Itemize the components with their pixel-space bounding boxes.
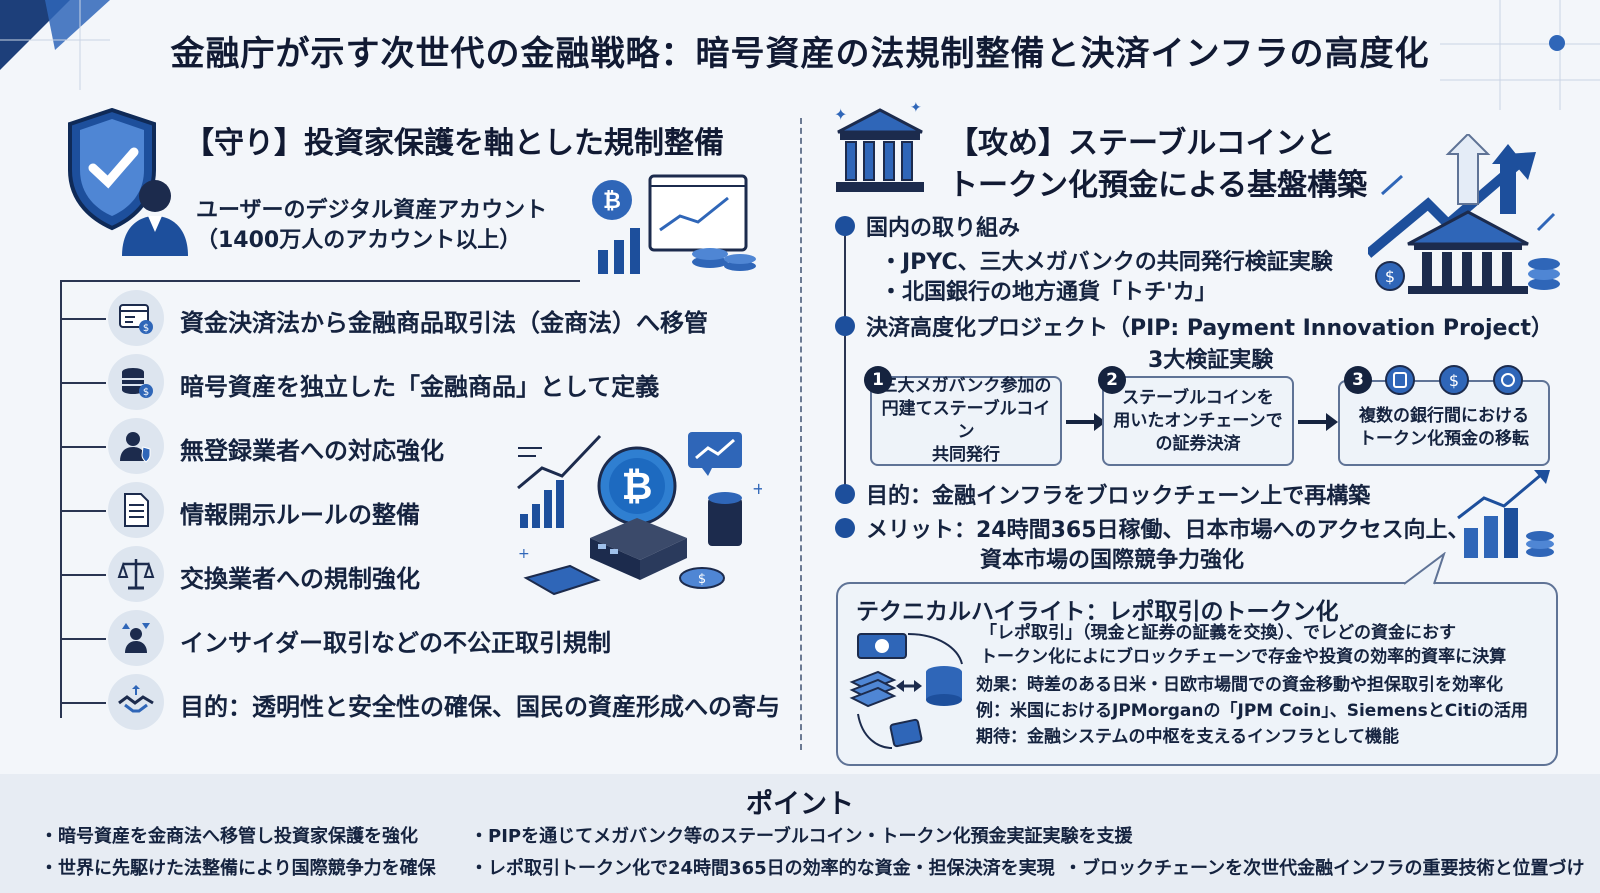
people-exchange-icon	[108, 610, 164, 666]
tech-line-5: 期待：金融システムの中枢を支えるインフラとして機能	[976, 727, 1399, 747]
bitcoin-server-illustration: ₿ $ + +	[517, 432, 762, 596]
list-item-label: 目的：透明性と安全性の確保、国民の資産形成への寄与	[180, 693, 780, 721]
footer-point-5: ・ブロックチェーンを次世代金融インフラの重要技術と位置づけ	[1064, 858, 1585, 879]
tech-line-1: 「レポ取引」（現金と証券の証義を交換）、でレどの資金におす	[980, 623, 1456, 643]
step-2-line2: 用いたオンチェーンで	[1113, 410, 1283, 431]
footer-title: ポイント	[746, 789, 854, 820]
list-item-label: 情報開示ルールの整備	[180, 501, 420, 529]
left-list-item: 情報開示ルールの整備	[60, 482, 760, 538]
step-1-line1: 三大メガバンク参加の	[880, 376, 1052, 396]
scale-icon	[108, 546, 164, 602]
svg-text:$: $	[143, 387, 149, 398]
bank-growth-illustration: $	[1368, 134, 1560, 294]
svg-text:₿: ₿	[603, 189, 621, 214]
arrow-1-to-2	[1066, 413, 1106, 431]
accounts-line2: （1400万人のアカウント以上）	[196, 228, 522, 253]
purpose-text: 目的：金融インフラをブロックチェーン上で再構築	[866, 484, 1371, 509]
svg-text:$: $	[143, 323, 149, 334]
callout-pointer	[1404, 552, 1446, 585]
list-item-label: 交換業者への規制強化	[180, 565, 420, 593]
left-heading: 【守り】投資家保護を軸とした規制整備	[184, 126, 724, 161]
svg-text:₿: ₿	[622, 464, 653, 508]
bank-building-icon: ✦ ✦	[834, 102, 924, 192]
svg-text:+: +	[752, 479, 762, 498]
technical-highlight-box: テクニカルハイライト：レポ取引のトークン化 「レポ取引」（現金と証券の証義を交換…	[836, 582, 1558, 766]
bullet-purpose	[835, 484, 855, 504]
coin-database-icon: $	[108, 354, 164, 410]
tech-title: テクニカルハイライト：レポ取引のトークン化	[856, 599, 1339, 625]
left-list-item: $ 資金決済法から金融商品取引法（金商法）へ移管	[60, 290, 760, 346]
handshake-icon	[108, 674, 164, 730]
step-number-2: 2	[1098, 366, 1126, 394]
svg-text:$: $	[1385, 267, 1395, 286]
domestic-item-2: ・北国銀行の地方通貨「トチ'カ」	[880, 280, 1217, 305]
bullet-pip	[835, 316, 855, 336]
step-3-line2: トークン化預金の移転	[1359, 429, 1529, 449]
coin-growth-chart-icon	[1457, 470, 1554, 558]
tech-line-2: トークン化によにブロックチェーンで存金や投資の効率的資率に決算	[980, 647, 1507, 667]
tech-line-3: 効果：時差のある日米・日欧市場間での資金移動や担保取引を効率化	[976, 675, 1503, 695]
tech-line-4: 例：米国におけるJPMorganの「JPM Coin」、SiemensとCiti…	[976, 701, 1529, 721]
corner-decoration-right	[1440, 0, 1600, 110]
footer-point-1: ・暗号資産を金商法へ移管し投資家保護を強化	[40, 826, 418, 847]
user-shield-icon	[108, 418, 164, 474]
left-list-item: インサイダー取引などの不公正取引規制	[60, 610, 760, 666]
domestic-item-1: ・JPYC、三大メガバンクの共同発行検証実験	[880, 250, 1333, 275]
domestic-title: 国内の取り組み	[866, 216, 1021, 241]
token-coins-icon: $	[1385, 365, 1523, 395]
list-item-label: 資金決済法から金融商品取引法（金商法）へ移管	[180, 309, 708, 337]
svg-text:✦: ✦	[910, 102, 922, 116]
step-2-line3: の証券決済	[1155, 433, 1241, 454]
step-1-line2: 円建てステーブルコイン	[881, 399, 1051, 442]
bullet-merit	[835, 518, 855, 538]
step-3-line1: 複数の銀行間における	[1359, 406, 1529, 426]
page-title: 金融庁が示す次世代の金融戦略：暗号資産の法規制整備と決済インフラの高度化	[170, 34, 1430, 74]
left-tree-top-line	[60, 280, 580, 282]
footer-point-3: ・世界に先駆けた法整備により国際競争力を確保	[40, 858, 436, 879]
svg-text:$: $	[698, 572, 706, 587]
merit-line2: 資本市場の国際競争力強化	[980, 548, 1245, 573]
svg-text:+: +	[518, 546, 530, 562]
step-2-line1: ステーブルコインを	[1122, 387, 1274, 408]
svg-text:✦: ✦	[834, 105, 847, 124]
footer-point-4: ・レポ取引トークン化で24時間365日の効率的な資金・担保決済を実現	[470, 858, 1055, 879]
list-item-label: 暗号資産を独立した「金融商品」として定義	[180, 373, 660, 401]
bullet-domestic	[835, 216, 855, 236]
bitcoin-chart-icon: ₿	[592, 174, 756, 274]
column-divider	[800, 118, 802, 750]
pip-subtitle: 3大検証実験	[1148, 348, 1274, 373]
right-heading-line2: トークン化預金による基盤構築	[948, 168, 1368, 203]
footer-points: ポイント ・暗号資産を金商法へ移管し投資家保護を強化 ・PIPを通じてメガバンク…	[0, 774, 1600, 893]
step-number-1: 1	[864, 366, 892, 394]
pip-title: 決済高度化プロジェクト（PIP: Payment Innovation Proj…	[866, 316, 1554, 341]
left-list-item: 無登録業者への対応強化	[60, 418, 760, 474]
document-icon	[108, 482, 164, 538]
shield-user-icon	[68, 108, 188, 256]
left-list-item: 交換業者への規制強化	[60, 546, 760, 602]
step-box-1: 三大メガバンク参加の円建てステーブルコイン共同発行	[870, 376, 1062, 466]
list-item-label: 無登録業者への対応強化	[180, 437, 444, 465]
corner-decoration-left	[0, 0, 110, 90]
list-item-label: インサイダー取引などの不公正取引規制	[180, 629, 612, 657]
accounts-line1: ユーザーのデジタル資産アカウント	[196, 198, 548, 223]
left-tree-vertical-line	[60, 280, 62, 718]
step-box-2: ステーブルコインを用いたオンチェーンでの証券決済	[1102, 376, 1294, 466]
step-1-line3: 共同発行	[932, 445, 1000, 465]
left-list-item: 目的：透明性と安全性の確保、国民の資産形成への寄与	[60, 674, 780, 730]
footer-point-2: ・PIPを通じてメガバンク等のステーブルコイン・トークン化預金実証実験を支援	[470, 826, 1133, 847]
step-number-3: 3	[1344, 366, 1372, 394]
left-list-item: $ 暗号資産を独立した「金融商品」として定義	[60, 354, 760, 410]
svg-text:$: $	[1449, 371, 1459, 390]
arrow-2-to-3	[1298, 413, 1338, 431]
merit-line1: メリット：24時間365日稼働、日本市場へのアクセス向上、	[866, 518, 1470, 543]
payment-card-icon: $	[108, 290, 164, 346]
right-heading-line1: 【攻め】ステーブルコインと	[948, 126, 1336, 161]
right-timeline-line	[844, 232, 846, 490]
repo-exchange-icon	[849, 633, 963, 749]
